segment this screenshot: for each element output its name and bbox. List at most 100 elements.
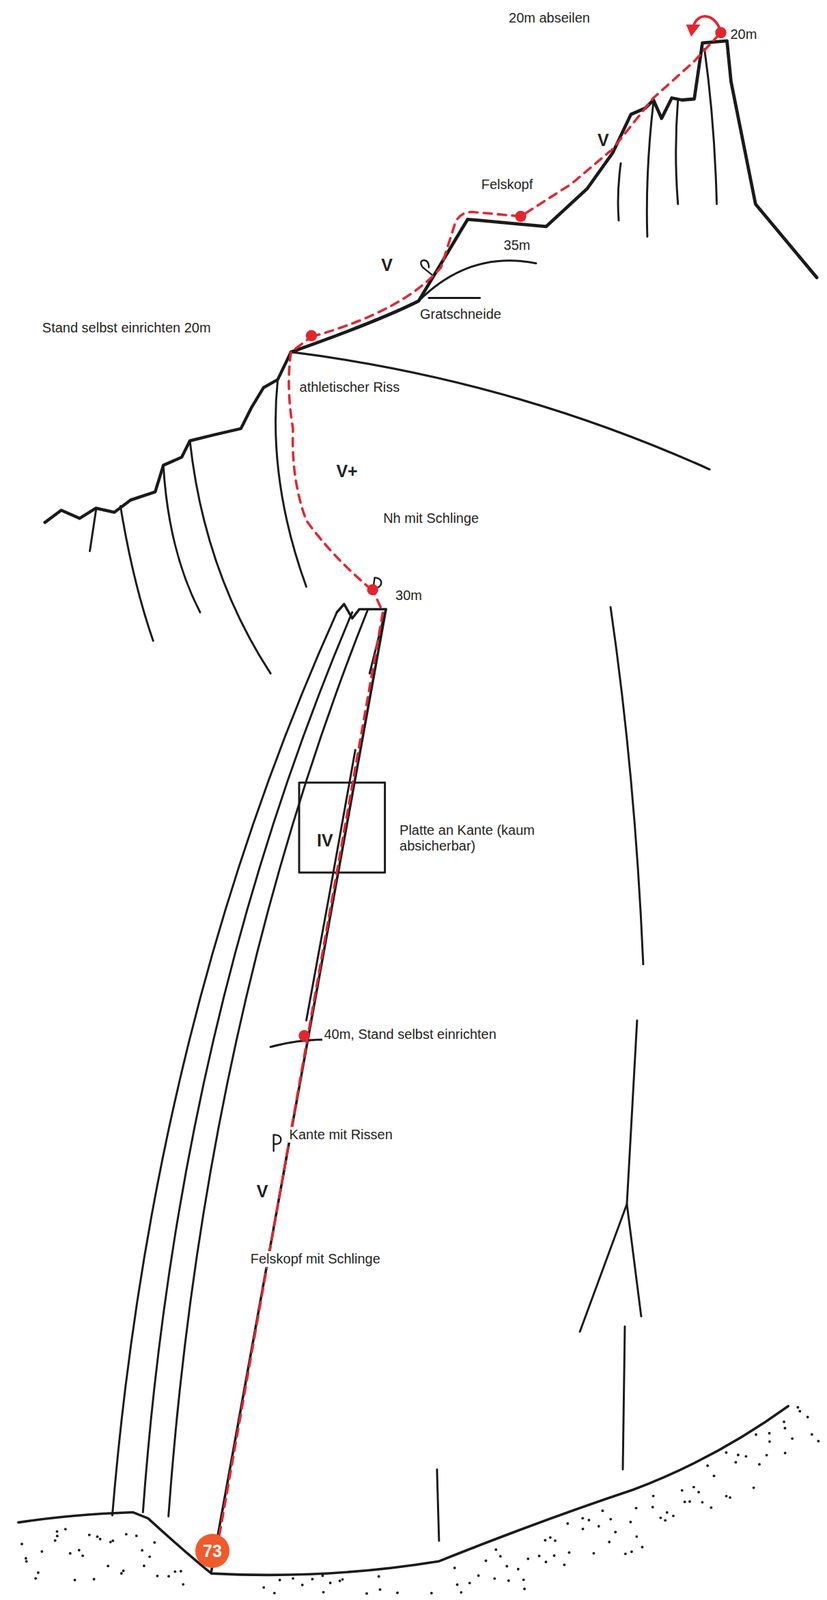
scree-dot <box>278 1579 282 1583</box>
scree-dot <box>796 1406 800 1410</box>
abseil-arrowhead <box>686 24 701 37</box>
scree-dot <box>624 1552 627 1556</box>
crack-line <box>626 1204 642 1317</box>
scree-dot <box>688 1501 692 1504</box>
scree-dot <box>553 1539 557 1543</box>
scree-dot <box>544 1561 548 1564</box>
scree-dot <box>758 1463 761 1467</box>
scree-dot <box>659 1517 662 1521</box>
rock-lines <box>18 40 817 1577</box>
scree-dot <box>55 1535 59 1538</box>
scree-dot <box>329 1582 332 1586</box>
scree-dot <box>142 1565 146 1568</box>
scree-dot <box>377 1576 381 1579</box>
scree-dot <box>783 1452 787 1456</box>
scree-dot <box>765 1454 769 1458</box>
scree-dot <box>291 1577 295 1581</box>
scree-dot <box>768 1432 772 1436</box>
scree-dot <box>167 1575 171 1579</box>
scree-dot <box>156 1575 160 1579</box>
scree-dot <box>734 1461 737 1465</box>
scree-dot <box>505 1565 509 1569</box>
scree-dot <box>635 1507 638 1510</box>
route-note: Felskopf <box>480 176 535 193</box>
route-line <box>214 32 722 1564</box>
scree-dot <box>671 1515 675 1519</box>
scree-dot <box>712 1475 716 1478</box>
route-note: athletischer Riss <box>298 379 402 396</box>
crack-line <box>120 506 153 641</box>
scree-dot <box>181 1583 185 1587</box>
scree-dot <box>783 1427 787 1431</box>
scree-dot <box>523 1588 526 1592</box>
scree-dot <box>597 1525 601 1529</box>
scree-dot <box>301 1584 304 1588</box>
scree-dot <box>341 1578 345 1582</box>
scree-dot <box>36 1572 40 1575</box>
scree-dot <box>55 1531 59 1534</box>
scree-dot <box>68 1552 72 1556</box>
scree-dot <box>34 1577 37 1581</box>
scree-dot <box>680 1489 684 1493</box>
scree-dot <box>553 1554 556 1558</box>
scree-dot <box>635 1535 638 1539</box>
scree-dot <box>273 1592 276 1596</box>
scree-dot <box>706 1464 709 1468</box>
route-note: Gratschneide <box>418 306 503 323</box>
scree-dot <box>663 1519 667 1523</box>
scree-dot <box>651 1506 655 1510</box>
scree-dot <box>581 1528 585 1532</box>
scree-dot <box>468 1582 472 1586</box>
route-note: Nh mit Schlinge <box>381 510 481 527</box>
scree-dot <box>322 1591 326 1595</box>
scree-dot <box>613 1531 617 1535</box>
scree-dot <box>77 1549 81 1553</box>
scree-dot <box>665 1511 669 1515</box>
scree-dot <box>507 1580 511 1583</box>
scree-dot <box>516 1568 520 1572</box>
scree-dot <box>600 1509 604 1513</box>
scree-dot <box>609 1518 612 1522</box>
scree-dot <box>96 1535 100 1539</box>
scree-dot <box>798 1410 802 1414</box>
callout-number: 73 <box>202 1542 222 1562</box>
scree-dot <box>64 1528 67 1532</box>
scree-dot <box>790 1438 794 1441</box>
scree-dot <box>692 1486 696 1490</box>
crack-line <box>622 1326 625 1470</box>
grade-label: V <box>255 1182 270 1202</box>
scree-dot <box>365 1592 369 1596</box>
scree-dot <box>752 1487 756 1491</box>
scree-dot <box>106 1565 110 1568</box>
crack-line <box>610 607 644 965</box>
belay-dot <box>715 27 726 39</box>
route-note: Felskopf mit Schlinge <box>249 1251 382 1268</box>
scree-dot <box>568 1551 571 1555</box>
scree-dot <box>120 1572 123 1576</box>
route-note: 40m, Stand selbst einrichten <box>322 1027 498 1043</box>
scree-dot <box>53 1539 57 1543</box>
route-note: 20m abseilen <box>507 10 592 26</box>
scree-dot <box>701 1501 705 1505</box>
belay-dot <box>366 584 378 596</box>
route-note: Kante mit Rissen <box>288 1127 395 1144</box>
scree-dot <box>477 1574 481 1578</box>
scree-dot <box>152 1542 156 1545</box>
scree-dot <box>310 1578 314 1581</box>
scree-dot <box>148 1556 151 1560</box>
scree-dot <box>173 1570 177 1574</box>
scree-dot <box>459 1591 463 1595</box>
scree-dot <box>641 1546 644 1550</box>
scree-dot <box>73 1579 77 1583</box>
route-line <box>311 32 722 337</box>
scree-dot <box>724 1451 728 1455</box>
scree-dot <box>135 1535 138 1538</box>
scree-dot <box>40 1550 44 1554</box>
scree-dot <box>728 1496 732 1500</box>
route-line <box>214 592 384 1564</box>
scree-dot <box>526 1558 530 1562</box>
scree-dot <box>453 1567 457 1571</box>
scree-dot <box>810 1434 814 1437</box>
scree-dot <box>430 1592 433 1596</box>
